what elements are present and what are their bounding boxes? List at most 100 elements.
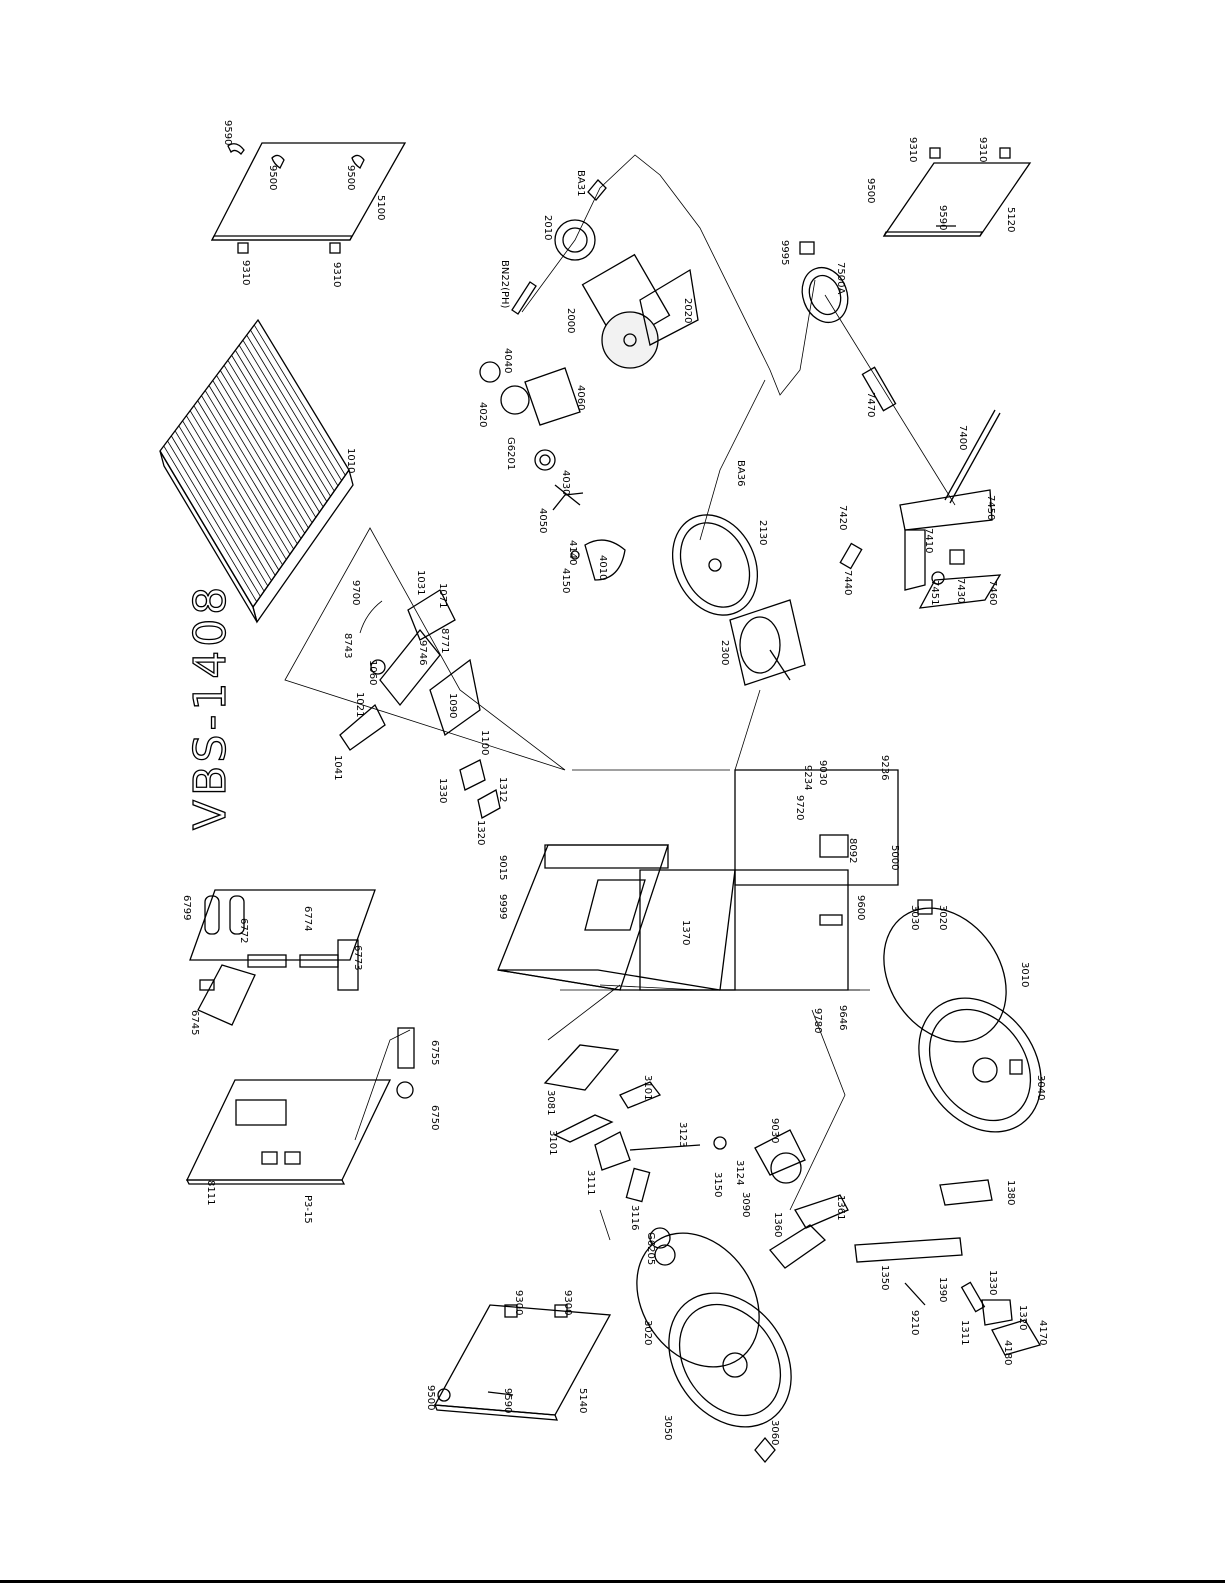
blade-guide-arm [769, 1179, 1041, 1356]
part-label: 5100 [375, 195, 386, 220]
part-label: 4170 [1037, 1320, 1048, 1345]
bottom-border [0, 1580, 1225, 1583]
part-label: 1100 [479, 730, 490, 755]
part-label: BA36 [735, 460, 746, 486]
part-label: 6773 [352, 945, 363, 970]
part-label: 9500 [425, 1385, 436, 1410]
part-label: 1390 [937, 1277, 948, 1302]
table-groove [235, 350, 328, 502]
table-groove [193, 405, 287, 560]
part-label: 1071 [437, 583, 448, 608]
part-label: 9720 [794, 795, 805, 820]
part-label: 4150 [560, 568, 571, 593]
part-label: 4140 [567, 540, 578, 565]
part-label: 5000 [889, 845, 900, 870]
part-labels: 9590 9500 9500 5100 9310 9310 1010 9310 … [181, 120, 1048, 1445]
part-label: 6772 [238, 918, 249, 943]
part-label: 9310 [977, 137, 988, 162]
part-label: 4050 [537, 508, 548, 533]
part-label: 7420 [837, 505, 848, 530]
feed-assembly [839, 409, 1002, 609]
table-groove [219, 370, 313, 523]
part-label: 2020 [682, 298, 693, 323]
part-label: 9300 [562, 1290, 573, 1315]
diagram-title: VBS-1408 [185, 583, 236, 830]
part-label: 9500 [345, 165, 356, 190]
door-panel-5100 [210, 142, 407, 254]
part-label: 9236 [879, 755, 890, 780]
table-groove [250, 329, 342, 481]
part-label: 9746 [417, 640, 428, 665]
work-table-1010 [159, 318, 354, 624]
table-groove [178, 425, 272, 581]
part-label: 1021 [354, 692, 365, 717]
part-label: 9590 [222, 120, 233, 145]
part-label: 8743 [342, 633, 353, 658]
part-label: 2300 [719, 640, 730, 665]
part-label: 3020 [937, 905, 948, 930]
part-label: 6755 [429, 1040, 440, 1065]
part-label: 3050 [662, 1415, 673, 1440]
part-label: 9995 [779, 240, 790, 265]
part-label: 3020 [642, 1320, 653, 1345]
part-label: 7451 [929, 580, 940, 605]
part-label: 9646 [837, 1005, 848, 1030]
part-label: 1361 [835, 1195, 846, 1220]
part-label: 7500A [835, 262, 846, 294]
part-label: 9310 [907, 137, 918, 162]
part-label: 9015 [497, 855, 508, 880]
pulley-7500A [799, 241, 956, 506]
part-label: 7470 [865, 392, 876, 417]
table-groove [212, 380, 306, 534]
part-label: 9310 [331, 262, 342, 287]
part-label: 5120 [1005, 207, 1016, 232]
part-label: G6205 [645, 1232, 656, 1265]
part-label: 4040 [502, 348, 513, 373]
part-label: 1360 [772, 1212, 783, 1237]
part-label: 7400 [957, 425, 968, 450]
table-groove [189, 410, 283, 566]
part-label: 1090 [447, 693, 458, 718]
part-label: 2010 [542, 215, 553, 240]
switch-box-8111 [185, 1027, 415, 1185]
part-label: 9590 [502, 1388, 513, 1413]
part-label: 9310 [240, 260, 251, 285]
part-label: 7440 [842, 570, 853, 595]
table-groove [170, 435, 265, 592]
gearbox-2300 [729, 599, 806, 686]
part-label: 1312 [497, 777, 508, 802]
table-groove [201, 395, 294, 550]
part-label: 3040 [1035, 1075, 1046, 1100]
part-label: 3090 [740, 1192, 751, 1217]
transformer-6745 [197, 964, 256, 1026]
part-label: 1330 [437, 778, 448, 803]
part-label: 1320 [1017, 1305, 1028, 1330]
part-label: 3123 [677, 1122, 688, 1147]
part-label: 7430 [955, 578, 966, 603]
part-label: 2000 [565, 308, 576, 333]
tension-assembly [543, 1044, 806, 1266]
door-panel-5120 [882, 147, 1032, 237]
table-groove [246, 334, 339, 487]
table-groove [231, 355, 324, 508]
part-label: 3081 [545, 1090, 556, 1115]
part-label: P3-15 [302, 1195, 313, 1224]
table-groove [197, 400, 291, 555]
motor-assembly [511, 179, 699, 369]
part-label: 9030 [769, 1118, 780, 1143]
table-groove [227, 360, 320, 513]
part-label: 9210 [909, 1310, 920, 1335]
gearbox-pulley-group [479, 361, 626, 581]
table-groove [204, 390, 298, 544]
control-panel-6772 [189, 889, 376, 991]
part-label: 9700 [350, 580, 361, 605]
part-label: 1031 [415, 570, 426, 595]
part-label: 3030 [909, 905, 920, 930]
table-groove [167, 440, 261, 597]
part-label: 4030 [560, 470, 571, 495]
part-label: 8771 [439, 628, 450, 653]
part-label: 9999 [497, 894, 508, 919]
table-groove [253, 324, 346, 476]
drive-wheel-2130 [671, 514, 759, 616]
